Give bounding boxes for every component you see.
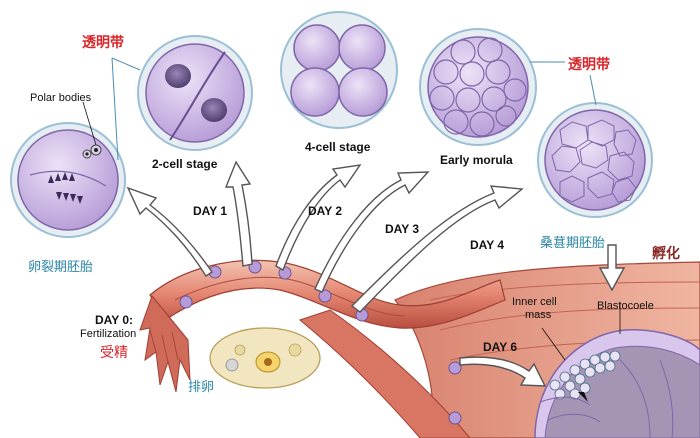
early-morula-embryo: [419, 28, 537, 146]
early-morula-label: Early morula: [440, 153, 513, 167]
two-cell-embryo: [137, 35, 253, 151]
two-cell-stage-label: 2-cell stage: [152, 157, 218, 171]
four-cell-embryo: [280, 11, 398, 129]
day0-label: DAY 0:: [95, 313, 134, 327]
ovulation-cn-label: 排卵: [188, 380, 215, 395]
zona-pellucida-label-right: 透明带: [568, 57, 610, 73]
day1-label: DAY 1: [193, 204, 228, 218]
zygote-embryo: [10, 122, 126, 238]
four-cell-stage-label: 4-cell stage: [305, 140, 371, 154]
label-leader-lines: [82, 101, 621, 361]
day3-label: DAY 3: [385, 222, 420, 236]
pointer-lines: [111, 57, 597, 161]
ovary: [209, 327, 321, 389]
zona-pellucida-label-left: 透明带: [82, 35, 124, 51]
fertilization-cn-label: 受精: [100, 345, 128, 361]
morula-embryo-cn-label: 桑葚期胚胎: [540, 236, 606, 251]
day2-label: DAY 2: [308, 204, 343, 218]
mass-label: mass: [525, 309, 552, 321]
inner-cell-label: Inner cell: [512, 296, 557, 308]
inner-cell-mass: [549, 350, 621, 400]
fertilization-label: Fertilization: [80, 328, 137, 340]
day6-label: DAY 6: [483, 340, 518, 354]
hatching-cn-label: 孵化: [652, 246, 680, 262]
day-arrows: [126, 160, 626, 387]
blastocyst-embryo: [534, 329, 700, 438]
day4-label: DAY 4: [470, 238, 505, 252]
morula-embryo: [537, 102, 653, 218]
cleavage-embryo-cn-label: 卵裂期胚胎: [28, 260, 94, 275]
blastocoele-label: Blastocoele: [597, 300, 654, 312]
polar-bodies-label: Polar bodies: [30, 92, 92, 104]
fimbriae: [139, 294, 191, 393]
